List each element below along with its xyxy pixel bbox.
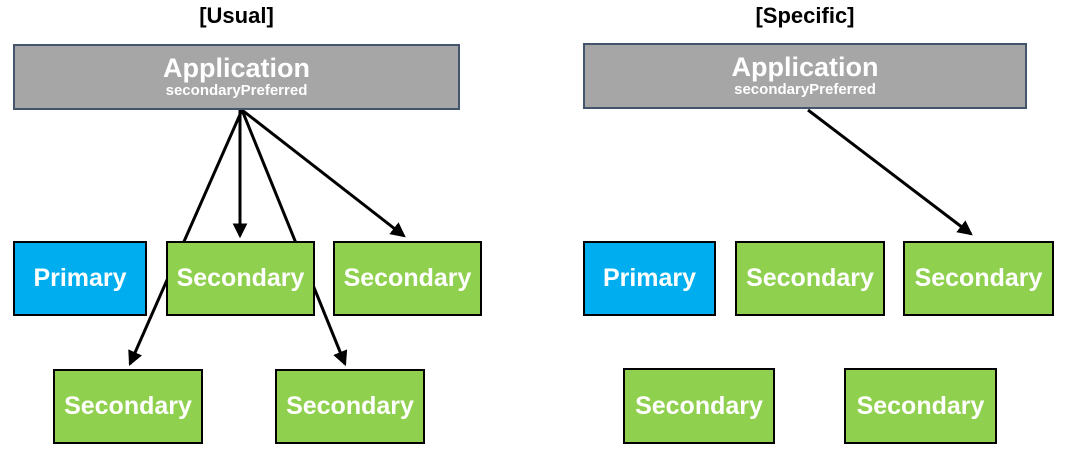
usual-secondary-node-right: Secondary [333, 241, 482, 316]
usual-secondary-node-bottom-right: Secondary [275, 369, 425, 444]
specific-secondary-node-bottom-right: Secondary [844, 368, 997, 444]
specific-application-box: Application secondaryPreferred [583, 43, 1027, 109]
usual-arrow-app-to-secondary-bottom-left [128, 109, 244, 367]
specific-secondary-node-right: Secondary [903, 241, 1054, 316]
specific-application-label: Application [731, 51, 879, 82]
specific-read-preference-label: secondaryPreferred [734, 81, 876, 99]
specific-primary-node: Primary [583, 241, 716, 316]
usual-application-label: Application [163, 52, 310, 83]
usual-arrow-app-to-secondary-bottom-right [240, 109, 348, 367]
usual-secondary-node-bottom-left: Secondary [53, 369, 203, 444]
usual-arrow-app-to-secondary-right [241, 108, 406, 238]
usual-panel-title: [Usual] [199, 3, 274, 28]
usual-application-box: Application secondaryPreferred [13, 44, 460, 110]
specific-panel-title: [Specific] [755, 3, 855, 28]
specific-secondary-node-middle: Secondary [735, 241, 885, 316]
specific-secondary-node-bottom-left: Secondary [623, 368, 775, 444]
usual-read-preference-label: secondaryPreferred [165, 82, 308, 100]
specific-arrow-app-to-secondary-right [807, 108, 973, 236]
usual-primary-node: Primary [13, 241, 147, 316]
usual-secondary-node-middle: Secondary [166, 241, 315, 316]
